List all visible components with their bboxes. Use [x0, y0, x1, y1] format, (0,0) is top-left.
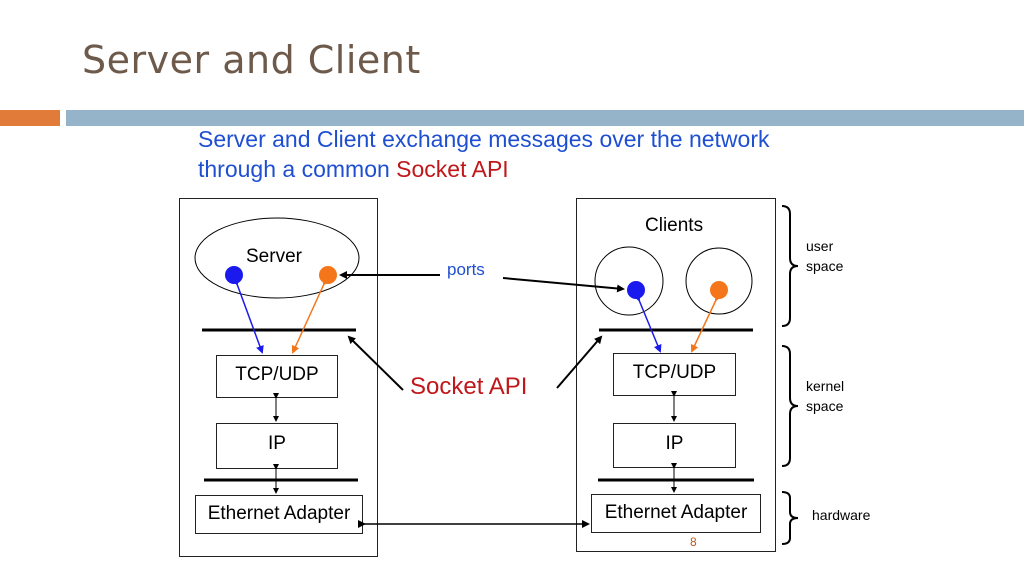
ports-arrow-client	[502, 277, 625, 293]
client-tcpudp-box: TCP/UDP	[613, 353, 736, 396]
client-blue-arrow	[633, 292, 662, 353]
server-tcpudp-label: TCP/UDP	[235, 364, 319, 385]
hardware-label: hardware	[812, 507, 871, 523]
client-orange-arrow	[690, 292, 723, 353]
server-ip-box: IP	[216, 423, 338, 469]
client-port-blue	[627, 281, 645, 299]
server-ethernet-box: Ethernet Adapter	[195, 495, 363, 534]
server-port-blue	[225, 266, 243, 284]
slide-title: Server and Client	[82, 38, 421, 82]
subtitle-highlight: Socket API	[396, 156, 509, 182]
subtitle-text: Server and Client exchange messages over…	[198, 126, 770, 182]
client-ethernet-box: Ethernet Adapter	[591, 494, 761, 533]
server-ip-label: IP	[268, 433, 286, 454]
clients-label: Clients	[645, 215, 704, 236]
client-ip-box: IP	[613, 423, 736, 468]
socket-api-label: Socket API	[410, 373, 528, 400]
client-ethernet-label: Ethernet Adapter	[604, 502, 748, 523]
user-space-brace	[781, 205, 799, 327]
server-orange-arrow	[291, 276, 331, 354]
kernel-space-label: kernel space	[806, 378, 845, 414]
ports-label: ports	[447, 260, 485, 279]
server-label: Server	[246, 246, 302, 267]
kernel-space-brace	[781, 345, 799, 467]
user-space-label: user space	[806, 238, 844, 274]
server-ethernet-label: Ethernet Adapter	[207, 503, 351, 524]
server-port-orange	[319, 266, 337, 284]
client-tcpudp-label: TCP/UDP	[632, 362, 717, 383]
accent-bar-blue	[66, 110, 1024, 126]
client-process-circle-1	[594, 246, 664, 316]
server-blue-arrow	[231, 276, 264, 354]
page-number: 8	[690, 535, 697, 549]
hardware-brace	[781, 491, 799, 545]
server-tcpudp-box: TCP/UDP	[216, 355, 338, 398]
accent-bar-orange	[0, 110, 60, 126]
client-port-orange	[710, 281, 728, 299]
slide-subtitle: Server and Client exchange messages over…	[198, 124, 818, 184]
socket-api-arrow-server	[347, 335, 404, 391]
client-ip-label: IP	[665, 433, 684, 454]
socket-api-arrow-client	[556, 335, 603, 389]
